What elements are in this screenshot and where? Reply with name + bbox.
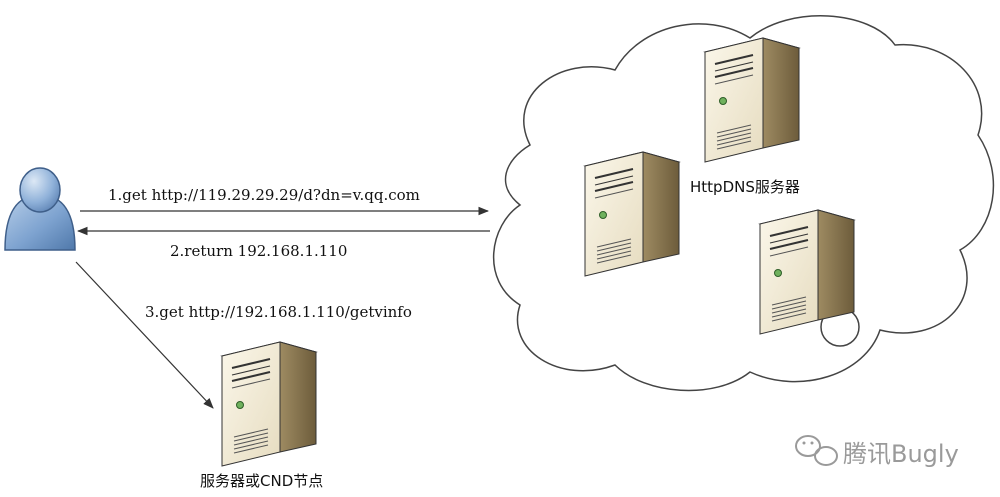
server-icon <box>704 37 800 163</box>
user-icon <box>4 167 76 251</box>
watermark: 腾讯Bugly <box>795 435 959 468</box>
watermark-text: 腾讯Bugly <box>843 440 959 468</box>
step2-label: 2.return 192.168.1.110 <box>170 242 347 260</box>
arrow-step3 <box>75 261 214 409</box>
wechat-icon <box>795 435 838 466</box>
server-icon <box>221 341 317 467</box>
step1-label: 1.get http://119.29.29.29/d?dn=v.qq.com <box>108 186 420 204</box>
server-icon <box>584 151 680 277</box>
server-icon <box>759 209 855 335</box>
step3-label: 3.get http://192.168.1.110/getvinfo <box>145 303 412 321</box>
server-cdn-label: 服务器或CND节点 <box>200 472 323 490</box>
cloud-shape <box>493 15 995 392</box>
httpdns-server-label: HttpDNS服务器 <box>690 178 800 196</box>
